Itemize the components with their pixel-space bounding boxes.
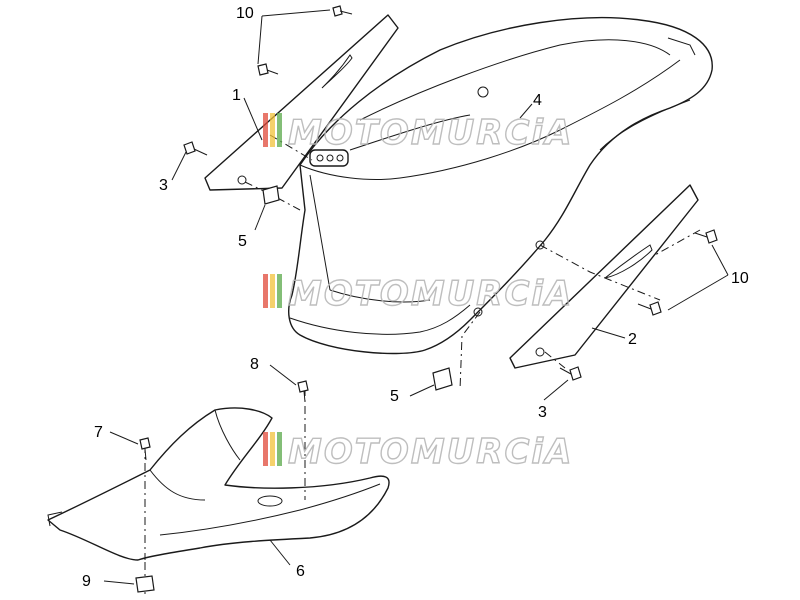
callout-6: 6 — [296, 563, 305, 580]
clip-icon — [135, 575, 155, 593]
screw-icon — [183, 141, 208, 156]
screw-icon — [332, 5, 353, 17]
svg-text:MOTOMURCiA: MOTOMURCiA — [288, 274, 573, 314]
svg-text:MOTOMURCiA: MOTOMURCiA — [288, 113, 573, 153]
callout-8: 8 — [250, 356, 259, 373]
screw-icon — [694, 229, 718, 244]
part-4-rear-body-cover — [288, 16, 713, 355]
part-1-left-side-strip — [204, 14, 399, 191]
callout-5-upper: 5 — [238, 233, 247, 250]
watermark-logo-2: MOTOMURCiA — [263, 273, 573, 315]
screw-icon — [297, 380, 309, 403]
clip-icon — [262, 185, 280, 205]
screw-icon — [637, 301, 662, 316]
screw-icon — [139, 437, 151, 461]
watermark-logo-3: MOTOMURCiA — [263, 431, 573, 473]
callout-1: 1 — [232, 87, 241, 104]
callout-3-left: 3 — [159, 177, 168, 194]
callout-2: 2 — [628, 331, 637, 348]
part-6-lower-pan — [47, 407, 390, 561]
svg-text:MOTOMURCiA: MOTOMURCiA — [288, 432, 573, 472]
watermark: MOTOMURCiA MOTOMURCiA MOTOMURCiA — [263, 112, 573, 473]
callout-10-top: 10 — [236, 5, 254, 22]
callout-10-right: 10 — [731, 270, 749, 287]
callout-7: 7 — [94, 424, 103, 441]
callout-3-right: 3 — [538, 404, 547, 421]
hardware — [135, 5, 718, 593]
watermark-logo-1: MOTOMURCiA — [263, 112, 573, 154]
callout-9: 9 — [82, 573, 91, 590]
clip-icon — [432, 367, 453, 391]
screw-icon — [257, 63, 279, 76]
assembly-lines — [144, 134, 701, 595]
leader-lines — [103, 9, 729, 585]
callout-5-lower: 5 — [390, 388, 399, 405]
screw-icon — [559, 366, 582, 381]
callout-4: 4 — [533, 92, 542, 109]
callout-labels: 10 1 3 5 4 10 2 3 5 8 7 6 9 — [82, 5, 749, 590]
